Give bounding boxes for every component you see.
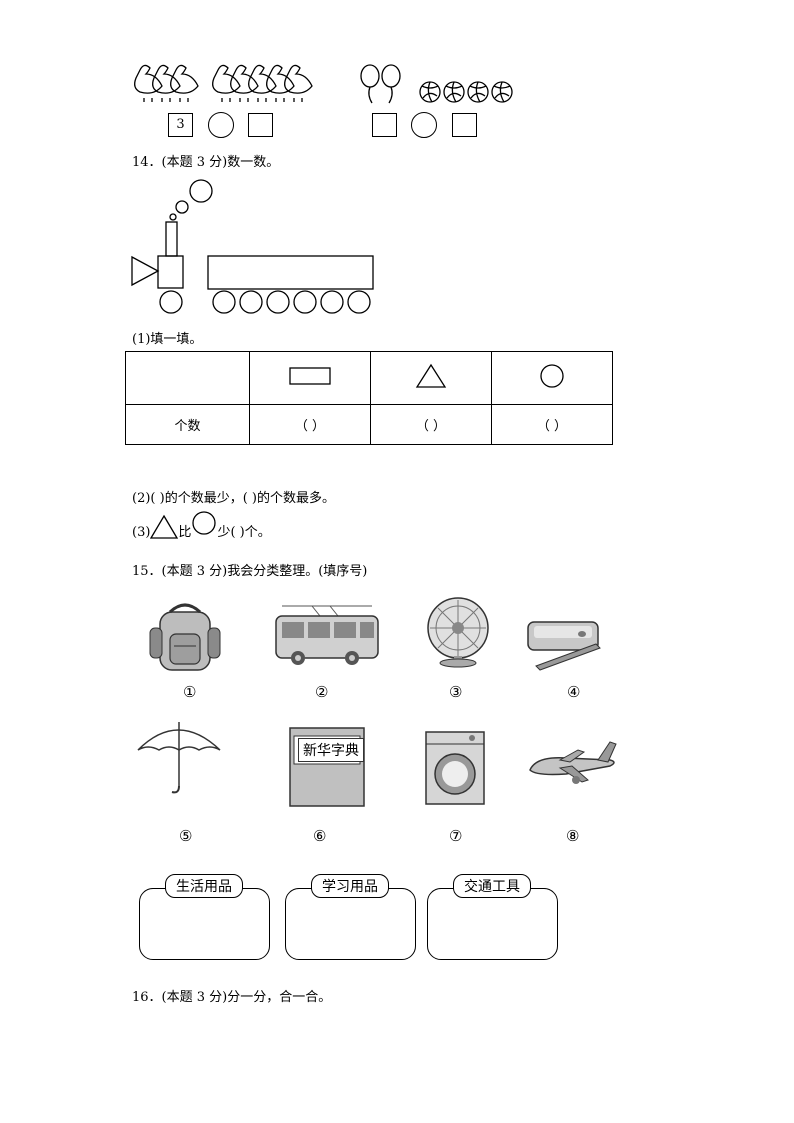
count-table: 个数 （ ） （ ） （ ） [125,351,613,445]
duck-icon [134,64,163,102]
wheel [159,290,183,314]
rectangle-icon [289,367,331,385]
pencil-case-icon [527,621,601,671]
smoke-circle [175,200,189,214]
washing-machine-icon [425,731,485,805]
answer-circle-1[interactable] [208,112,234,138]
answer-triangle-count[interactable]: （ ） [370,404,492,445]
q14-part3: (3) 比 少( )个。 [132,511,271,540]
balloon-icon [360,64,401,104]
triangle-icon [150,514,179,539]
smoke-circle [189,179,213,203]
item-number-3: ③ [449,683,463,701]
train-figure [131,179,374,314]
wheel [239,290,263,314]
answer-box-1[interactable]: 3 [168,113,193,137]
item-number-7: ⑦ [449,827,463,845]
top-pictures [134,64,513,104]
q14-title: 14．(本题 3 分)数一数。 [132,155,280,170]
duck-icon [230,64,259,102]
duck-icon [284,64,313,102]
wheel [293,290,317,314]
answer-box-2[interactable] [248,113,273,137]
dictionary-label: 新华字典 [298,738,364,762]
volleyball-icon [419,81,513,103]
fan-icon [427,597,489,668]
duck-icon [266,64,295,102]
table-header-circle [491,351,613,405]
table-header-empty [125,351,250,405]
engine-square [157,255,184,289]
category-box-daily[interactable] [139,888,270,960]
items-pictures [137,597,617,807]
item-number-6: ⑥ [313,827,327,845]
q14-part2: (2)( )的个数最少，( )的个数最多。 [132,491,335,506]
q14-part3-prefix: (3) [132,525,151,540]
airplane-icon [529,741,617,784]
wheel [320,290,344,314]
duck-group-left [134,64,199,102]
answer-circle-2[interactable] [411,112,437,138]
bus-icon [275,605,379,665]
backpack-icon [149,603,221,671]
wheel [347,290,371,314]
answer-box-4[interactable] [452,113,477,137]
q15-title: 15．(本题 3 分)我会分类整理。(填序号) [132,564,368,579]
item-number-8: ⑧ [566,827,580,845]
category-label-transport: 交通工具 [453,874,531,898]
q14-part1: (1)填一填。 [132,332,203,347]
duck-icon [248,64,277,102]
chimney [165,221,178,257]
wheel [266,290,290,314]
category-label-study: 学习用品 [311,874,389,898]
q14-part3-suffix: 少( )个。 [217,525,271,540]
circle-icon [192,511,217,535]
duck-icon [170,64,199,102]
umbrella-icon [137,722,221,794]
answer-rect-count[interactable]: （ ） [249,404,371,445]
carriage-rect [207,255,374,290]
answer-box-3[interactable] [372,113,397,137]
table-row-label: 个数 [125,404,250,445]
item-number-1: ① [183,683,197,701]
table-header-triangle [370,351,492,405]
duck-icon [212,64,241,102]
smoke-circle [169,213,177,221]
triangle-icon [415,363,447,388]
table-header-rect [249,351,371,405]
duck-icon [152,64,181,102]
front-triangle [131,255,160,287]
circle-icon [540,364,564,388]
duck-group-right [212,64,313,102]
item-number-4: ④ [567,683,581,701]
category-box-transport[interactable] [427,888,558,960]
item-number-2: ② [315,683,329,701]
wheel [212,290,236,314]
q16-title: 16．(本题 3 分)分一分，合一合。 [132,990,332,1005]
category-label-daily: 生活用品 [165,874,243,898]
category-box-study[interactable] [285,888,416,960]
item-number-5: ⑤ [179,827,193,845]
answer-circle-count[interactable]: （ ） [491,404,613,445]
q14-part3-mid: 比 [178,525,192,540]
